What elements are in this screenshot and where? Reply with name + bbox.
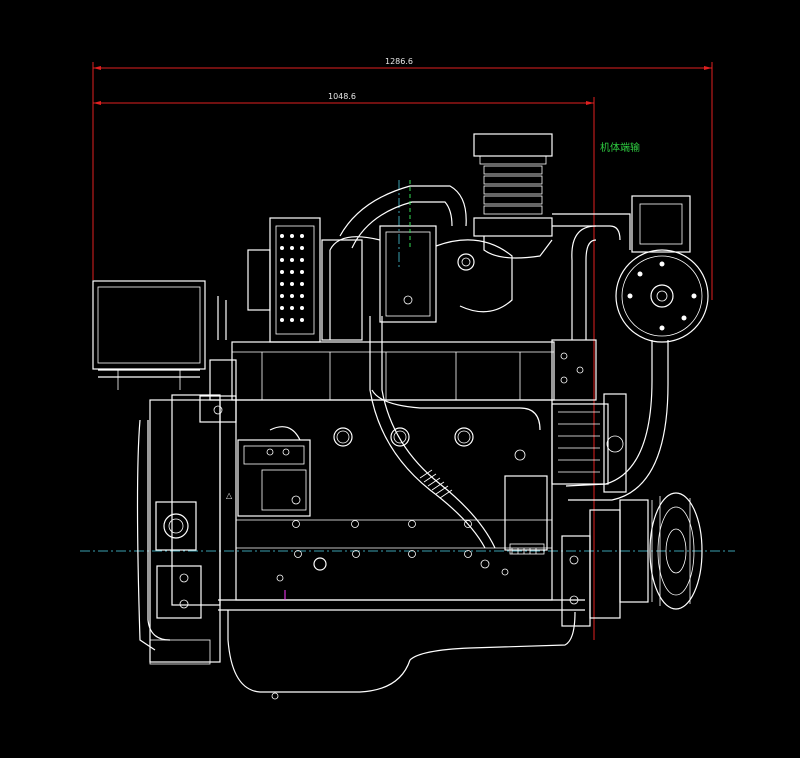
alternator (551, 393, 627, 493)
base-length-label: 1048.6 (328, 92, 356, 101)
intake-pipe (339, 185, 467, 237)
oil-pan (227, 610, 576, 693)
fuel-hose (369, 316, 496, 549)
fuel-injection-pump: △ (226, 426, 311, 517)
flywheel-housing (136, 394, 221, 665)
turbocharger (321, 225, 513, 341)
svg-text:△: △ (226, 491, 233, 500)
core-plugs (333, 427, 474, 447)
cooling-fan-pulley (247, 217, 321, 343)
dimension-base-length: 1048.6 (93, 92, 595, 640)
dimension-overall-length: 1286.6 (92, 57, 713, 300)
exhaust-bellows (473, 133, 553, 259)
control-panel-box (92, 280, 206, 390)
block-bolt-holes (276, 520, 509, 582)
crankshaft-pulley (561, 492, 703, 627)
starter-motor (199, 296, 237, 423)
sea-water-pump (615, 195, 709, 343)
engine-block (218, 341, 585, 611)
front-cover (551, 339, 597, 401)
flywheel-end-annotation: 机体端输 (600, 141, 640, 154)
water-pipes (552, 213, 669, 501)
overall-length-label: 1286.6 (385, 57, 413, 66)
oil-line (371, 389, 541, 431)
oil-filter (504, 449, 548, 555)
